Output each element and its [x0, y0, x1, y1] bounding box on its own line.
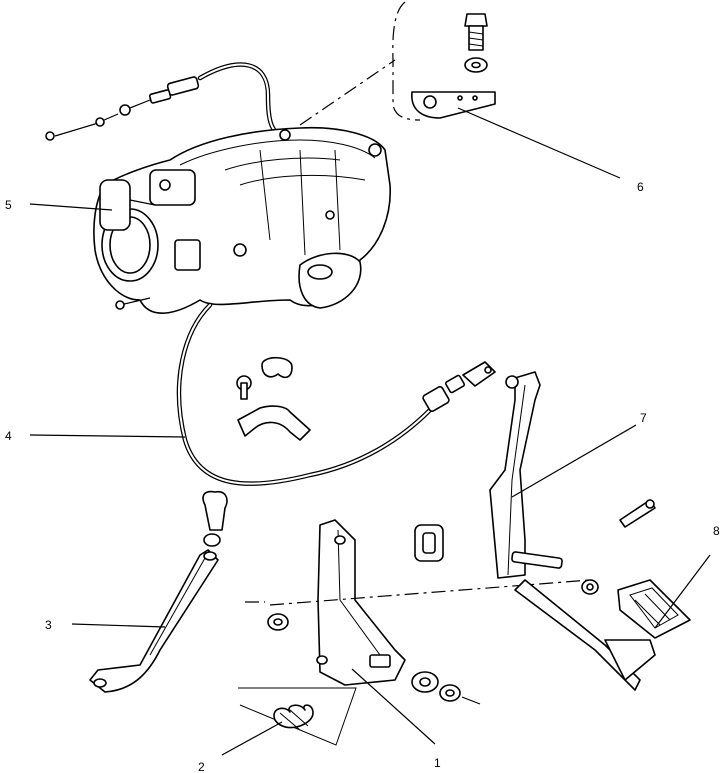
callout-6: 6: [637, 180, 644, 194]
cable-support-bracket: [89, 490, 228, 693]
leader-4: [29, 434, 186, 438]
accelerator-pedal-arm: [489, 371, 656, 691]
leader-1: [351, 668, 436, 745]
callout-7: 7: [640, 411, 647, 425]
leader-7: [511, 424, 637, 498]
callout-4: 4: [5, 429, 12, 443]
pedal-pad: [617, 579, 691, 639]
cable-bracket-assembly: [411, 13, 621, 179]
leader-8: [654, 554, 711, 629]
leader-5: [29, 203, 113, 211]
pedal-bushing: [414, 524, 444, 562]
cable-clip-parts: [236, 356, 311, 441]
bracket-boundary: [392, 1, 421, 121]
callout-2: 2: [198, 760, 205, 773]
accelerator-cable: [176, 302, 496, 486]
callout-1: 1: [434, 756, 441, 770]
callout-8: 8: [713, 524, 720, 538]
return-spring: [238, 687, 357, 746]
leader-3: [71, 623, 166, 628]
leader-2: [221, 721, 283, 756]
callout-5: 5: [5, 198, 12, 212]
callout-3: 3: [45, 618, 52, 632]
throttle-cable-upper: [45, 62, 293, 143]
throttle-body-manifold: [93, 126, 391, 314]
pedal-mount-bracket: [267, 519, 481, 705]
leader-manifold-to-bracket: [299, 59, 396, 126]
